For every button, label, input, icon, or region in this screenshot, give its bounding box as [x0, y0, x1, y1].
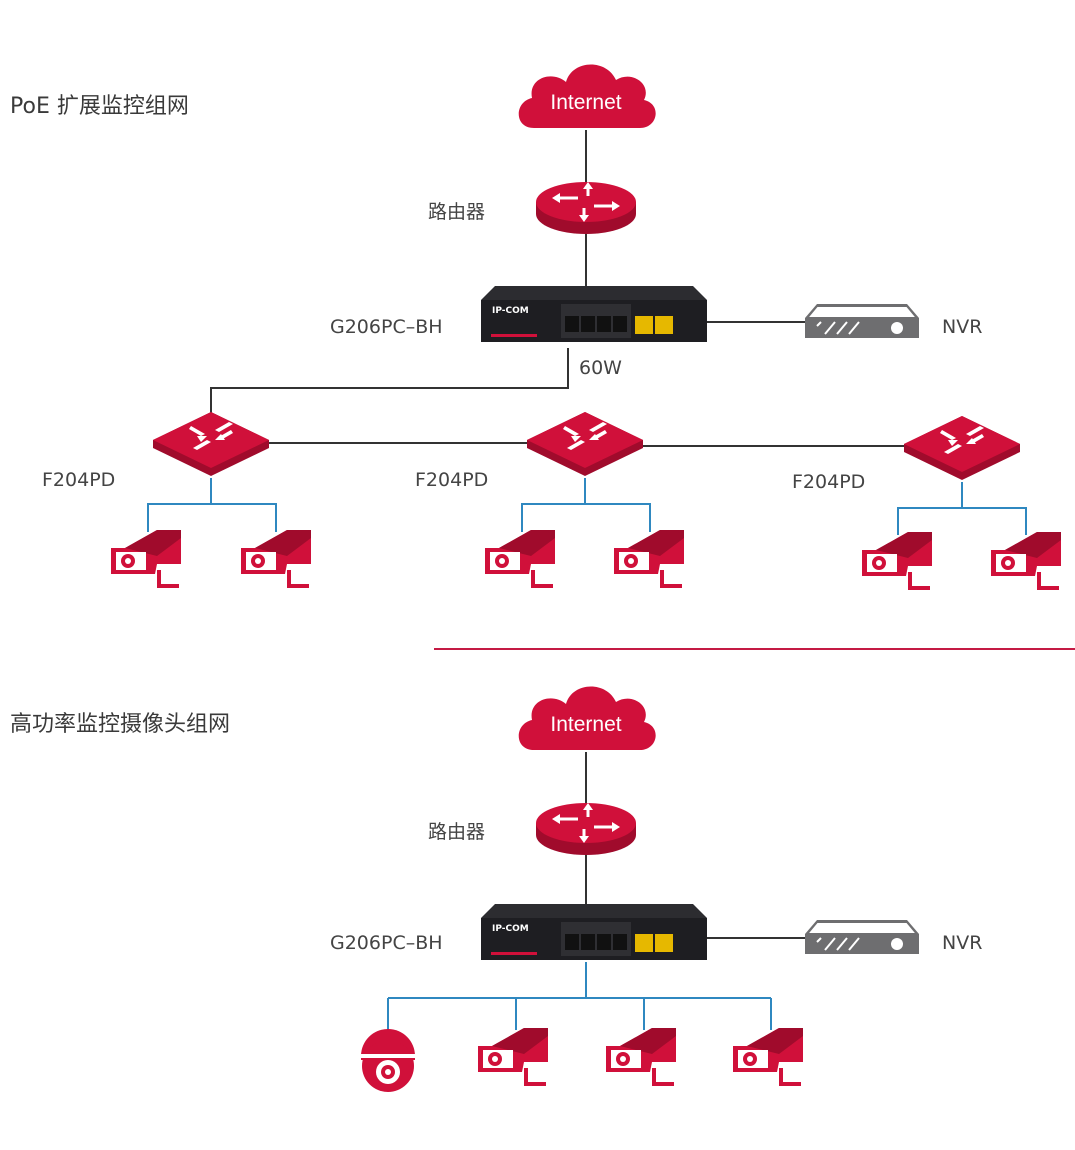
bullet-camera-icon [862, 532, 932, 590]
bullet-camera-icon [485, 530, 555, 588]
switch-label: G206PC–BH [330, 316, 443, 338]
extender-label: F204PD [415, 469, 488, 491]
bullet-camera-icon [733, 1028, 803, 1086]
router-label: 路由器 [428, 201, 485, 223]
bullet-camera-icon [111, 530, 181, 588]
router-icon [534, 180, 638, 236]
extender-icon [904, 416, 1020, 480]
section2-camera-links [387, 962, 772, 1034]
switch-brand: IP-COM [492, 306, 529, 316]
bullet-camera-icon [241, 530, 311, 588]
internet-label: Internet [550, 91, 621, 114]
internet-label: Internet [550, 713, 621, 736]
power-label: 60W [579, 357, 622, 379]
extender-icon [527, 412, 643, 476]
dome-camera-icon [361, 1029, 415, 1092]
section2-title: 高功率监控摄像头组网 [10, 712, 230, 737]
bullet-camera-icon [478, 1028, 548, 1086]
router-icon [534, 801, 638, 857]
bullet-camera-icon [991, 532, 1061, 590]
extender-label: F204PD [42, 469, 115, 491]
nvr-icon [804, 303, 920, 339]
bullet-camera-icon [606, 1028, 676, 1086]
extender-label: F204PD [792, 471, 865, 493]
switch-brand: IP-COM [492, 924, 529, 934]
section2-links [585, 752, 806, 939]
section1-title: PoE 扩展监控组网 [10, 94, 189, 119]
nvr-label: NVR [942, 316, 982, 338]
extender-icon [153, 412, 269, 476]
nvr-label: NVR [942, 932, 982, 954]
router-label: 路由器 [428, 821, 485, 843]
switch-label: G206PC–BH [330, 932, 443, 954]
bullet-camera-icon [614, 530, 684, 588]
section1-camera-links [147, 478, 1027, 535]
nvr-icon [804, 919, 920, 955]
section1-links [210, 130, 906, 447]
